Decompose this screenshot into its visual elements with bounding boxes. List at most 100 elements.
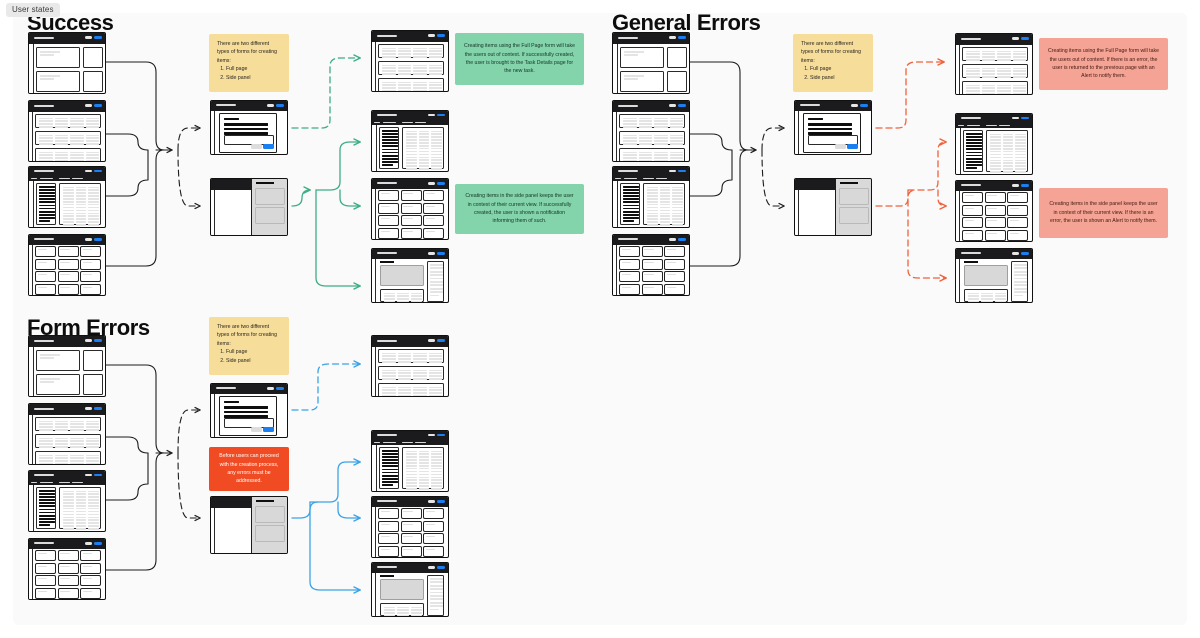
grid-card[interactable] — [664, 246, 685, 257]
grid-card[interactable] — [400, 508, 422, 519]
filter-sidebar[interactable] — [36, 183, 56, 225]
toolbar-pill-primary[interactable] — [1021, 37, 1029, 41]
sub-nav-tick[interactable] — [59, 177, 71, 180]
toolbar-pill-secondary[interactable] — [427, 113, 436, 117]
data-table[interactable] — [402, 127, 444, 170]
filter-sidebar[interactable] — [379, 127, 399, 169]
content-pane[interactable] — [620, 47, 664, 68]
grid-card[interactable] — [57, 258, 79, 270]
grid-card[interactable] — [1007, 229, 1028, 241]
left-rail[interactable] — [29, 549, 33, 599]
toolbar-pill-primary[interactable] — [678, 36, 686, 40]
toolbar-pill-primary[interactable] — [276, 386, 284, 390]
grid-card[interactable] — [641, 271, 663, 282]
sub-nav-tick[interactable] — [72, 177, 83, 180]
grid-card[interactable] — [423, 227, 444, 239]
grid-card[interactable] — [80, 283, 101, 295]
left-rail[interactable] — [29, 44, 34, 93]
form-textarea[interactable] — [808, 135, 858, 145]
list-block[interactable] — [35, 417, 101, 431]
form-result-task-details[interactable] — [371, 562, 449, 617]
grid-card[interactable] — [378, 533, 399, 544]
grid-card[interactable] — [962, 229, 983, 241]
toolbar-pill-primary[interactable] — [437, 339, 445, 343]
toolbar-pill-primary[interactable] — [1021, 183, 1029, 187]
content-pane[interactable] — [36, 71, 80, 92]
grid-card[interactable] — [57, 246, 79, 257]
grid-card[interactable] — [400, 533, 422, 544]
left-rail[interactable] — [211, 111, 215, 154]
left-rail[interactable] — [956, 128, 961, 174]
side-pane[interactable] — [83, 350, 103, 371]
sub-nav-tick[interactable] — [382, 121, 397, 124]
sub-nav-tick[interactable] — [623, 177, 638, 180]
grid-card[interactable] — [57, 550, 79, 561]
sub-nav-tick[interactable] — [656, 177, 667, 180]
left-rail[interactable] — [795, 190, 799, 235]
detail-hero[interactable] — [380, 265, 424, 286]
drawer-block[interactable] — [255, 188, 285, 205]
content-pane[interactable] — [36, 350, 80, 371]
list-block[interactable] — [378, 78, 444, 91]
data-table[interactable] — [402, 447, 444, 490]
grid-card[interactable] — [80, 575, 101, 586]
sub-nav-tick[interactable] — [643, 177, 655, 180]
form-cancel-button[interactable] — [251, 144, 262, 149]
general-screen-side-panel-form[interactable] — [794, 178, 872, 236]
grid-card[interactable] — [400, 215, 422, 226]
grid-card[interactable] — [35, 271, 56, 282]
grid-card[interactable] — [962, 192, 983, 203]
form-result-stacked-list[interactable] — [371, 335, 449, 397]
content-pane[interactable] — [36, 47, 80, 68]
form-result-card-grid[interactable] — [371, 496, 449, 558]
success-screen-dashboard[interactable] — [28, 32, 106, 94]
grid-card[interactable] — [35, 587, 56, 599]
toolbar-pill-primary[interactable] — [94, 473, 102, 477]
toolbar-pill-secondary[interactable] — [668, 237, 677, 241]
grid-card[interactable] — [619, 283, 640, 295]
detail-side[interactable] — [1011, 261, 1028, 302]
frame-tab-label[interactable]: User states — [6, 3, 60, 17]
toolbar-pill-primary[interactable] — [437, 565, 445, 569]
form-textarea[interactable] — [224, 418, 274, 428]
general-result-stacked-list[interactable] — [955, 33, 1033, 95]
grid-card[interactable] — [378, 202, 399, 214]
grid-card[interactable] — [57, 271, 79, 282]
form-cancel-button[interactable] — [251, 427, 262, 432]
grid-card[interactable] — [35, 258, 56, 270]
grid-card[interactable] — [400, 545, 422, 557]
toolbar-pill-secondary[interactable] — [84, 541, 93, 545]
list-block[interactable] — [35, 148, 101, 161]
sub-nav-tick[interactable] — [39, 481, 54, 484]
toolbar-pill-primary[interactable] — [437, 251, 445, 255]
drawer-block[interactable] — [255, 506, 285, 523]
side-pane[interactable] — [667, 71, 687, 92]
toolbar-pill-secondary[interactable] — [1011, 183, 1020, 187]
grid-card[interactable] — [641, 258, 663, 270]
general-screen-card-grid[interactable] — [612, 234, 690, 296]
side-drawer[interactable] — [251, 179, 287, 235]
grid-card[interactable] — [35, 562, 56, 574]
sub-nav-tick[interactable] — [986, 124, 998, 127]
toolbar-pill-primary[interactable] — [94, 237, 102, 241]
grid-card[interactable] — [423, 520, 444, 532]
toolbar-pill-secondary[interactable] — [84, 36, 93, 40]
general-screen-stacked-list[interactable] — [612, 100, 690, 162]
success-screen-stacked-list[interactable] — [28, 100, 106, 162]
form-screen-table-sidebar[interactable] — [28, 470, 106, 532]
general-result-table-sidebar[interactable] — [955, 113, 1033, 175]
list-block[interactable] — [619, 148, 685, 161]
left-rail[interactable] — [956, 259, 960, 302]
detail-hero[interactable] — [380, 579, 424, 600]
toolbar-pill-secondary[interactable] — [84, 339, 93, 343]
sub-nav-tick[interactable] — [59, 481, 71, 484]
left-rail[interactable] — [372, 573, 376, 616]
sub-nav-tick[interactable] — [72, 481, 83, 484]
grid-card[interactable] — [80, 246, 101, 257]
grid-card[interactable] — [400, 520, 422, 532]
toolbar-pill-primary[interactable] — [94, 36, 102, 40]
left-rail[interactable] — [956, 45, 960, 94]
toolbar-pill-secondary[interactable] — [84, 473, 93, 477]
sub-nav-tick[interactable] — [374, 121, 380, 124]
grid-card[interactable] — [80, 550, 101, 561]
